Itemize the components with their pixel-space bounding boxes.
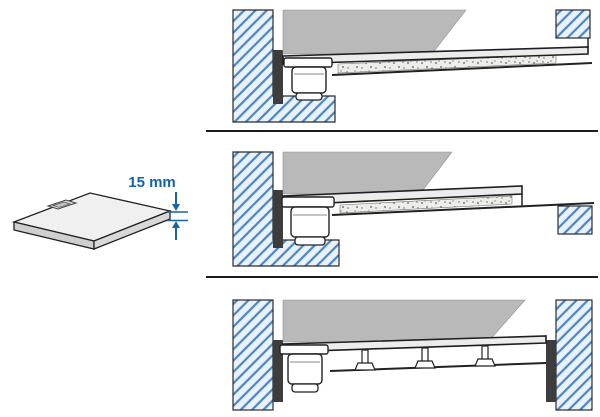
installation-step-flush bbox=[232, 9, 593, 123]
hatched-wall-left bbox=[232, 299, 274, 411]
hatched-block-right bbox=[557, 205, 593, 235]
wall-board-strip-left bbox=[273, 340, 283, 402]
hatched-wall-left bbox=[232, 151, 340, 267]
wall-board-strip bbox=[273, 190, 283, 248]
drain-trap bbox=[279, 344, 329, 393]
foot-base bbox=[474, 358, 496, 367]
drain-cap bbox=[294, 236, 326, 246]
floor-line bbox=[331, 202, 595, 216]
drain-flange bbox=[279, 344, 329, 355]
foot-base bbox=[414, 360, 436, 369]
dimension-arrowhead-down bbox=[172, 204, 180, 211]
dimension-arrowhead-up bbox=[172, 221, 180, 228]
wall-board-strip-right bbox=[546, 340, 556, 402]
tray-isometric-view bbox=[11, 192, 173, 250]
hatched-wall-right bbox=[555, 299, 593, 411]
tray-front-right-face bbox=[93, 210, 171, 250]
drain-trap bbox=[283, 57, 333, 101]
wall-gray bbox=[282, 299, 526, 343]
installation-step-raised bbox=[232, 151, 595, 267]
drain-trap bbox=[281, 196, 335, 246]
drain-body bbox=[291, 66, 327, 94]
shower-tray-section bbox=[282, 46, 589, 65]
wall-gray bbox=[282, 151, 453, 195]
installation-step-feet bbox=[232, 299, 593, 411]
hatched-wall-left bbox=[232, 9, 336, 123]
support-foot bbox=[414, 347, 436, 369]
foot-stem bbox=[361, 349, 369, 365]
hatched-block-right bbox=[555, 9, 591, 39]
foot-base bbox=[354, 362, 376, 371]
wall-board-strip bbox=[273, 50, 283, 104]
support-foot bbox=[354, 349, 376, 371]
dimension-label: 15 mm bbox=[128, 174, 176, 191]
drain-body bbox=[290, 206, 330, 238]
wall-gray bbox=[282, 9, 467, 55]
floor-line bbox=[331, 62, 593, 76]
foot-stem bbox=[421, 347, 429, 363]
drain-cap bbox=[291, 383, 319, 393]
drain-flange bbox=[283, 57, 333, 68]
support-foot bbox=[474, 345, 496, 367]
drain-cap bbox=[295, 92, 323, 101]
thickness-dimension: 15 mm bbox=[128, 174, 188, 240]
drain-flange bbox=[281, 196, 335, 208]
tray-drain-square-inner bbox=[51, 201, 72, 208]
drain-body bbox=[287, 353, 323, 385]
foot-stem bbox=[481, 345, 489, 361]
adhesive-layer bbox=[339, 195, 513, 214]
